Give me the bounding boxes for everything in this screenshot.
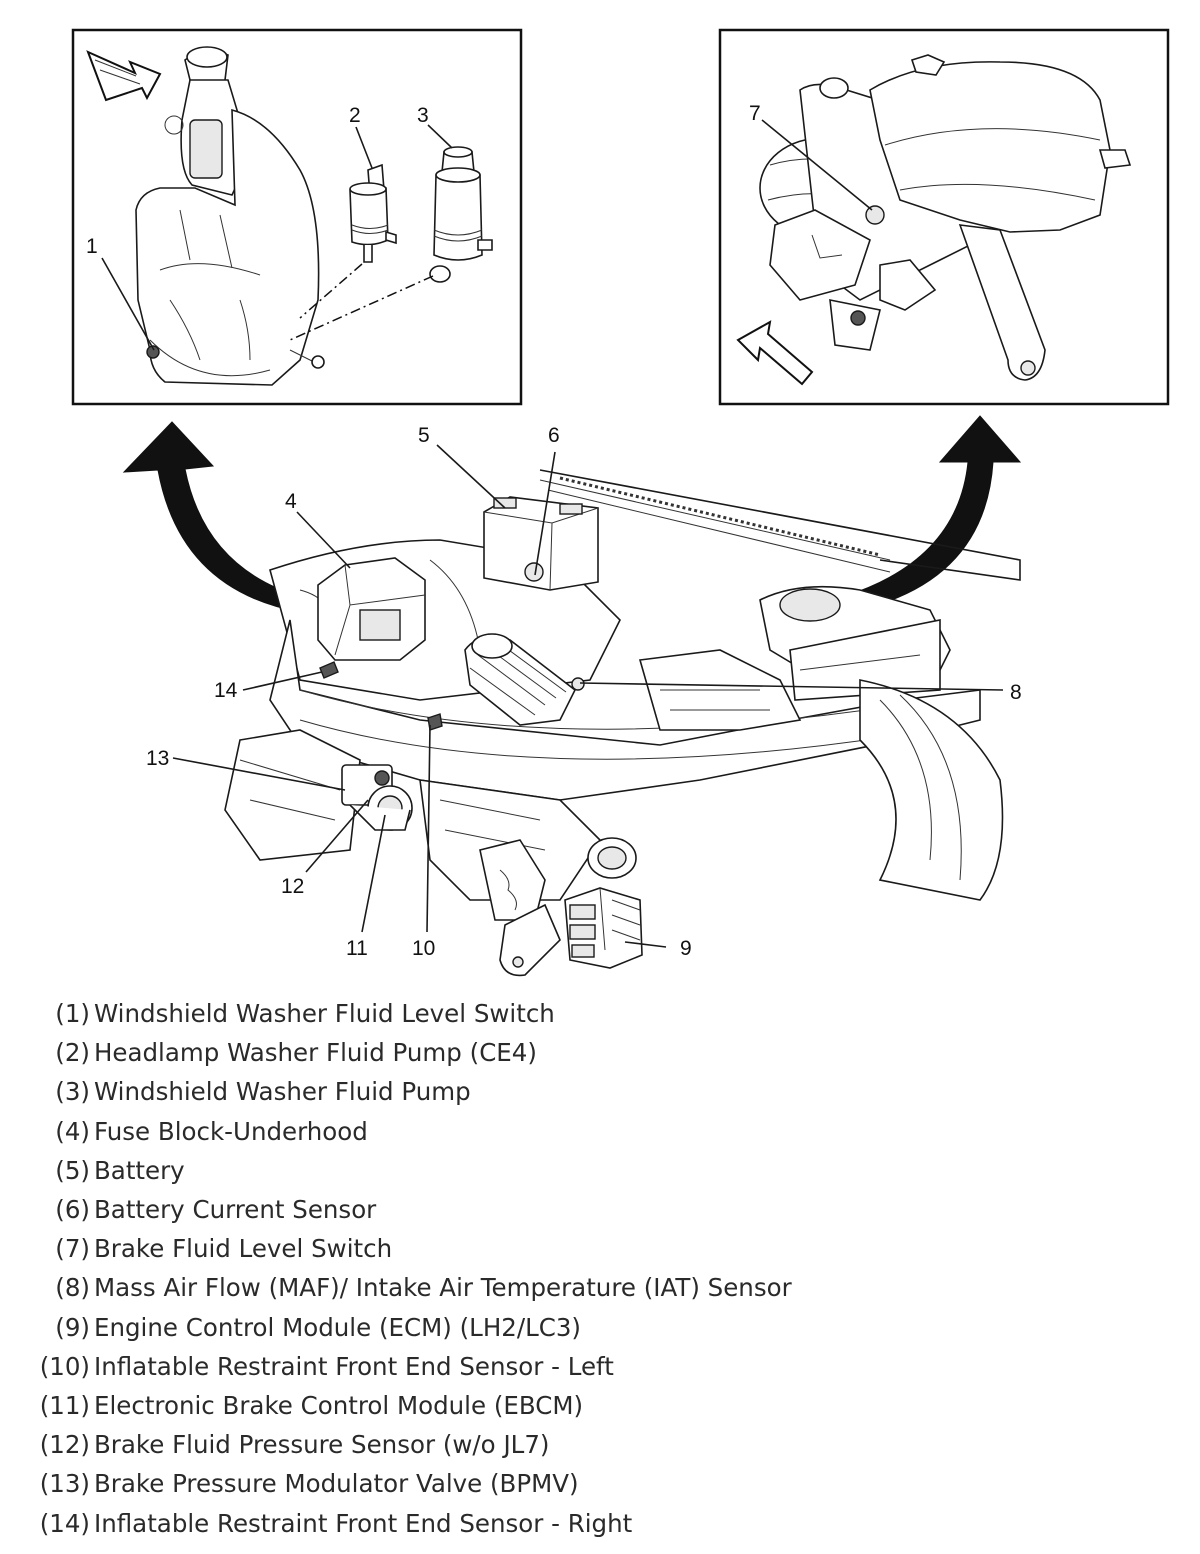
battery (483, 496, 599, 591)
callout-8: 8 (1010, 681, 1022, 704)
legend-item: (3)Windshield Washer Fluid Pump (32, 1072, 1132, 1111)
legend-item: (9)Engine Control Module (ECM) (LH2/LC3) (32, 1308, 1132, 1347)
legend-number: (14) (39, 1508, 90, 1538)
legend-number: (9) (55, 1312, 90, 1342)
callout-14: 14 (214, 679, 238, 702)
legend-label: Inflatable Restraint Front End Sensor - … (94, 1351, 614, 1381)
legend-label: Electronic Brake Control Module (EBCM) (94, 1390, 584, 1420)
legend-item: (11)Electronic Brake Control Module (EBC… (32, 1386, 1132, 1425)
legend-number: (10) (39, 1351, 90, 1381)
legend-item: (8)Mass Air Flow (MAF)/ Intake Air Tempe… (32, 1268, 1132, 1307)
ebcm-bpmv-assembly (341, 764, 413, 831)
curved-arrow-left-icon (122, 421, 306, 613)
air-intake-duct (464, 633, 577, 726)
callout-13: 13 (146, 747, 169, 770)
pump-headlamp-washer (349, 163, 397, 263)
legend-number: (6) (55, 1195, 90, 1225)
callout-1: 1 (86, 235, 98, 258)
legend-number: (13) (39, 1469, 90, 1499)
legend-number: (8) (55, 1273, 90, 1303)
legend-label: Engine Control Module (ECM) (LH2/LC3) (94, 1312, 581, 1342)
callout-10: 10 (412, 937, 435, 960)
legend-item: (7)Brake Fluid Level Switch (32, 1229, 1132, 1268)
callout-12: 12 (281, 875, 304, 898)
legend-number: (7) (55, 1234, 90, 1264)
legend-label: Windshield Washer Fluid Pump (94, 1077, 471, 1107)
legend-item: (2)Headlamp Washer Fluid Pump (CE4) (32, 1033, 1132, 1072)
legend-label: Fuse Block-Underhood (94, 1116, 368, 1146)
legend-item: (6)Battery Current Sensor (32, 1190, 1132, 1229)
legend-label: Headlamp Washer Fluid Pump (CE4) (94, 1038, 537, 1068)
callout-5: 5 (418, 424, 430, 447)
callout-9: 9 (680, 937, 692, 960)
legend-item: (12)Brake Fluid Pressure Sensor (w/o JL7… (32, 1425, 1132, 1464)
legend-item: (1)Windshield Washer Fluid Level Switch (32, 994, 1132, 1033)
inset-washer-reservoir: 1 2 3 (71, 28, 523, 406)
callout-7: 7 (749, 102, 761, 125)
direction-arrow-icon (736, 320, 814, 386)
legend-label: Windshield Washer Fluid Level Switch (94, 999, 555, 1029)
legend-number: (12) (39, 1430, 90, 1460)
callout-6: 6 (548, 424, 560, 447)
legend-label: Brake Pressure Modulator Valve (BPMV) (94, 1469, 579, 1499)
inset-brake-master-cylinder: 7 (718, 28, 1170, 406)
legend-item: (4)Fuse Block-Underhood (32, 1112, 1132, 1151)
legend-number: (1) (55, 999, 90, 1029)
legend-number: (11) (39, 1390, 90, 1420)
callout-2: 2 (349, 104, 361, 127)
legend-label: Brake Fluid Pressure Sensor (w/o JL7) (94, 1430, 550, 1460)
legend-label: Mass Air Flow (MAF)/ Intake Air Temperat… (94, 1273, 792, 1303)
pump-windshield-washer (429, 146, 493, 283)
legend-number: (4) (55, 1116, 90, 1146)
legend-item: (14)Inflatable Restraint Front End Senso… (32, 1503, 1132, 1542)
engine-compartment: 5 6 4 8 9 10 11 12 13 14 (146, 424, 1022, 977)
legend-label: Battery (94, 1155, 185, 1185)
parts-legend: (1)Windshield Washer Fluid Level Switch … (32, 994, 1132, 1543)
callout-3: 3 (417, 104, 429, 127)
legend-item: (13)Brake Pressure Modulator Valve (BPMV… (32, 1464, 1132, 1503)
legend-number: (5) (55, 1155, 90, 1185)
callout-4: 4 (285, 490, 297, 513)
legend-label: Inflatable Restraint Front End Sensor - … (94, 1508, 633, 1538)
legend-label: Battery Current Sensor (94, 1195, 377, 1225)
ecm-module (564, 887, 643, 969)
curved-arrow-right-icon (844, 415, 1022, 613)
legend-label: Brake Fluid Level Switch (94, 1234, 393, 1264)
callout-11: 11 (346, 937, 368, 960)
engine-compartment-diagram: 1 2 3 7 (71, 28, 1170, 977)
legend-item: (10)Inflatable Restraint Front End Senso… (32, 1347, 1132, 1386)
legend-number: (2) (55, 1038, 90, 1068)
legend-item: (5)Battery (32, 1151, 1132, 1190)
legend-number: (3) (55, 1077, 90, 1107)
fuse-block (317, 557, 426, 661)
